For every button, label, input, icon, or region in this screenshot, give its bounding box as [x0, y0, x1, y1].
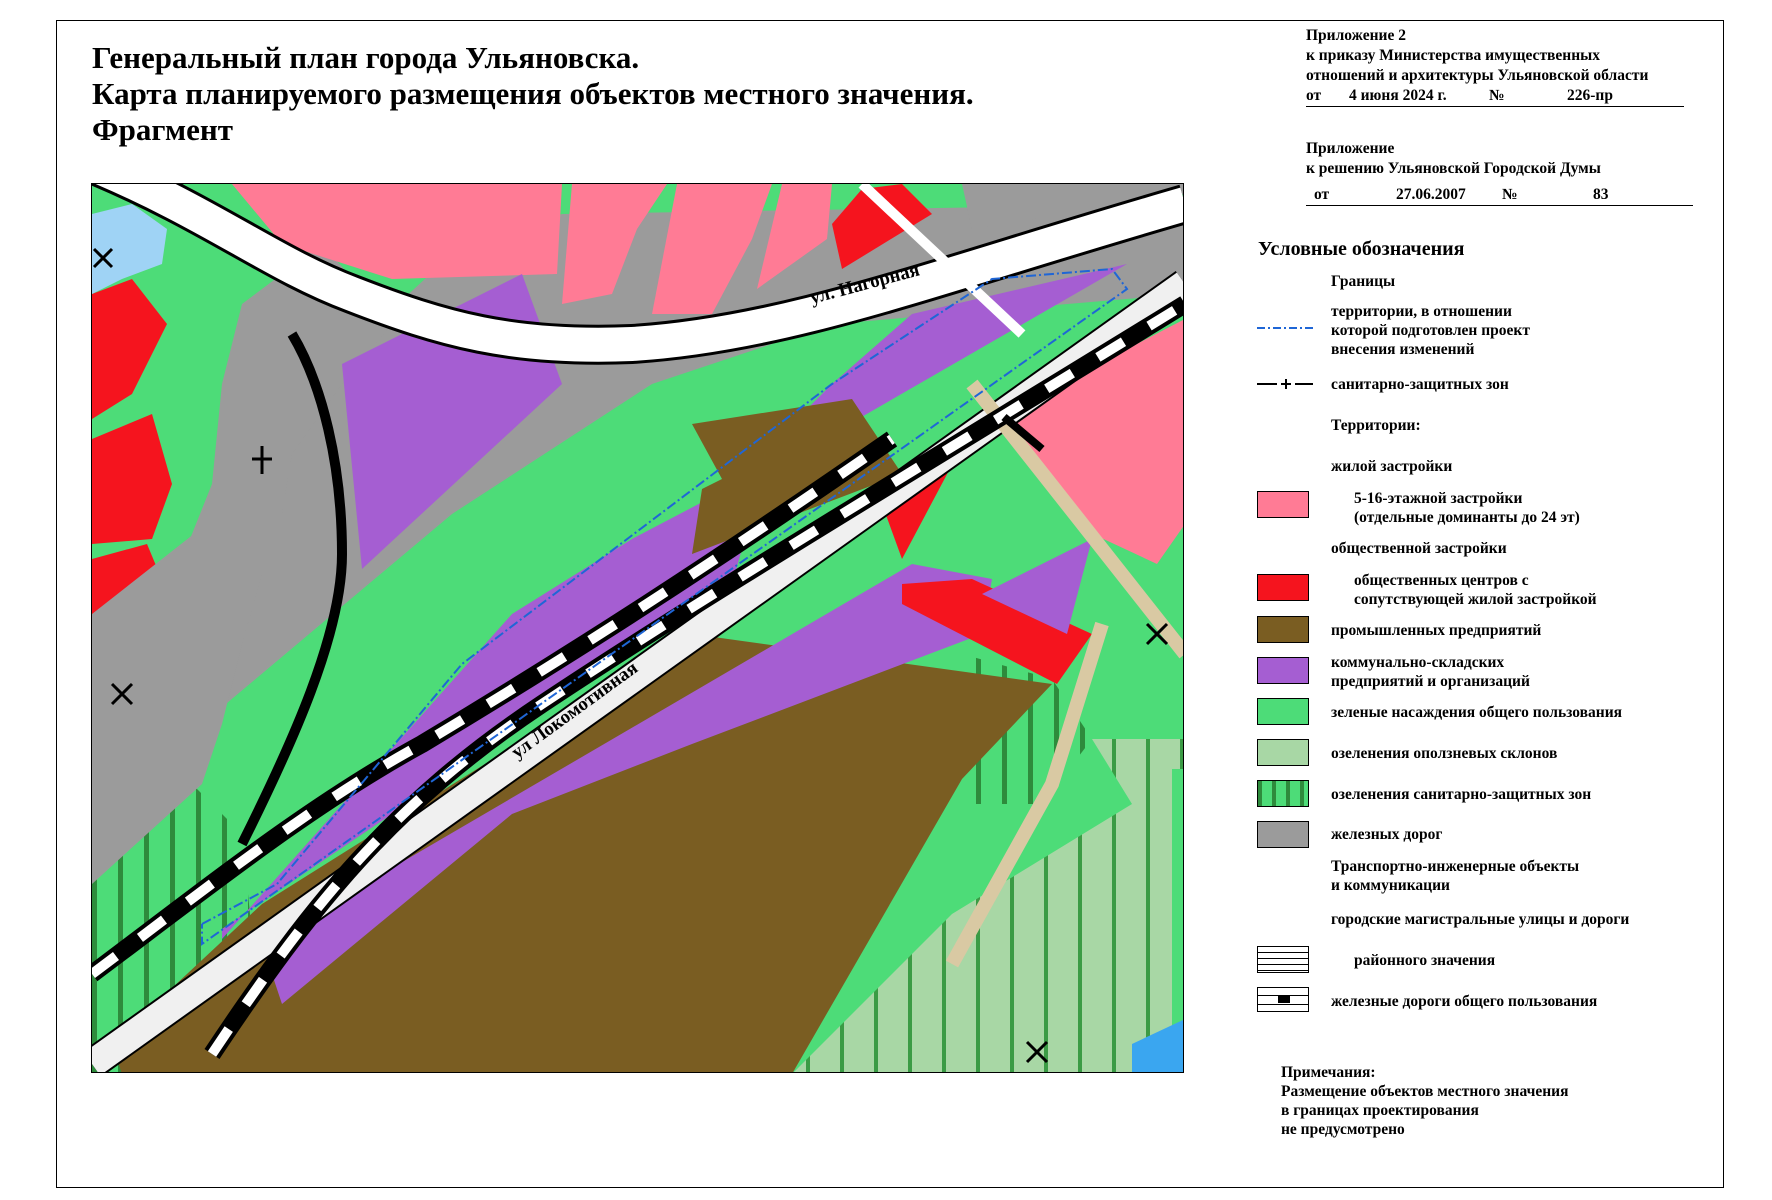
legend-transport-header: Транспортно-инженерные объекты и коммуни… — [1331, 857, 1579, 895]
right-residential — [992, 320, 1183, 564]
map-title: Генеральный план города Ульяновска. Карт… — [92, 40, 974, 148]
public-center-strip — [902, 579, 1092, 684]
legend-main-streets: городские магистральные улицы и дороги — [1331, 911, 1630, 928]
swatch-residential — [1257, 491, 1309, 518]
legend-utility-line1: коммунально-складских — [1331, 654, 1505, 671]
legend-transport-line1: Транспортно-инженерные объекты — [1331, 858, 1580, 875]
swatch-public-centers — [1257, 574, 1309, 601]
swatch-green-public — [1257, 698, 1309, 725]
swatch-green-sanitary — [1257, 780, 1309, 807]
notes-block: Примечания: Размещение объектов местного… — [1281, 1063, 1568, 1139]
legend-title: Условные обозначения — [1258, 238, 1465, 260]
legend-residential-header: жилой застройки — [1331, 458, 1453, 475]
legend-transport-line2: и коммуникации — [1331, 877, 1450, 894]
top-residential — [232, 184, 832, 314]
swatch-public-railways — [1257, 987, 1309, 1012]
legend-public-centers-line2: сопутствующей жилой застройкой — [1354, 591, 1597, 608]
legend-green-public: зеленые насаждения общего пользования — [1331, 704, 1623, 721]
note-line1: Размещение объектов местного значения — [1281, 1083, 1569, 1100]
sheet-frame — [56, 20, 1724, 1188]
stamp1-line2: к приказу Министерства имущественных — [1306, 47, 1601, 64]
stamp2-date: 27.06.2007 — [1396, 186, 1466, 203]
map-fragment[interactable]: ул. Нагорная ул Локомотивная — [91, 183, 1184, 1073]
legend-public-centers-line1: общественных центров с — [1354, 572, 1529, 589]
legend-boundaries-header: Границы — [1331, 273, 1396, 290]
legend-industrial: промышленных предприятий — [1331, 622, 1542, 639]
legend-territories-header: Территории: — [1331, 417, 1421, 434]
legend-residential-line2: (отдельные доминанты до 24 эт) — [1354, 509, 1580, 526]
legend-project-boundary-line1: территории, в отношении — [1331, 303, 1512, 320]
project-boundary-symbol — [1257, 327, 1313, 329]
industrial-middle — [692, 399, 902, 554]
legend-green-sanitary: озеленения санитарно-защитных зон — [1331, 786, 1592, 803]
title-line-1: Генеральный план города Ульяновска. — [92, 40, 640, 75]
note-line2: в границах проектирования — [1281, 1102, 1479, 1119]
legend-green-slopes: озеленения оползневых склонов — [1331, 745, 1558, 762]
road-right-curve — [945, 621, 1109, 968]
note-header: Примечания: — [1281, 1064, 1376, 1081]
top-public-center — [832, 184, 932, 269]
stamp1-line1: Приложение 2 — [1306, 27, 1406, 44]
stamp1-number: 226-пр — [1567, 87, 1613, 104]
street-nagornaya[interactable] — [92, 184, 1184, 362]
legend-residential-line1: 5-16-этажной застройки — [1354, 490, 1523, 507]
road-top — [858, 184, 1026, 338]
stamp2-line2: к решению Ульяновской Городской Думы — [1306, 160, 1601, 177]
legend-project-boundary: территории, в отношении которой подготов… — [1331, 302, 1530, 359]
legend-project-boundary-line2: которой подготовлен проект — [1331, 322, 1530, 339]
stamp1-date-row: от 4 июня 2024 г. № 226-пр — [1306, 86, 1684, 107]
water-bottom-right — [1132, 1019, 1183, 1072]
road-right-diagonal — [966, 379, 1183, 659]
approval-stamp-decision: Приложение к решению Ульяновской Городск… — [1306, 139, 1693, 206]
note-line3: не предусмотрено — [1281, 1121, 1405, 1138]
approval-stamp-order: Приложение 2 к приказу Министерства имущ… — [1306, 26, 1684, 107]
legend-railways: железных дорог — [1331, 826, 1443, 843]
stamp1-no: № — [1489, 87, 1505, 104]
stamp1-date: 4 июня 2024 г. — [1349, 87, 1447, 104]
sanitary-green-edge — [1172, 769, 1183, 1072]
stamp1-line3: отношений и архитектуры Ульяновской обла… — [1306, 67, 1649, 84]
title-line-3: Фрагмент — [92, 112, 233, 147]
legend-public-railways: железные дороги общего пользования — [1331, 993, 1598, 1010]
utility-small-right — [982, 539, 1092, 634]
stamp2-no: № — [1502, 186, 1518, 203]
stamp1-from: от — [1306, 87, 1322, 104]
legend-district-roads: районного значения — [1354, 952, 1496, 969]
stamp2-number: 83 — [1593, 186, 1609, 203]
stamp2-date-row: от 27.06.2007 № 83 — [1306, 185, 1693, 206]
legend-residential-5-16: 5-16-этажной застройки (отдельные домина… — [1354, 489, 1580, 527]
swatch-railways — [1257, 821, 1309, 848]
swatch-industrial — [1257, 616, 1309, 643]
utility-lower-strip — [262, 564, 992, 1004]
stamp2-from: от — [1314, 186, 1330, 203]
swatch-green-slopes — [1257, 739, 1309, 766]
legend-utility: коммунально-складских предприятий и орга… — [1331, 653, 1530, 691]
legend-public-header: общественной застройки — [1331, 540, 1507, 557]
legend-utility-line2: предприятий и организаций — [1331, 673, 1530, 690]
legend-public-centers: общественных центров с сопутствующей жил… — [1354, 571, 1597, 609]
project-boundary — [201, 267, 1129, 946]
sanitary-boundary-symbol — [1257, 379, 1313, 389]
swatch-district-roads — [1257, 946, 1309, 973]
industrial-lower — [112, 634, 1052, 1072]
title-line-2: Карта планируемого размещения объектов м… — [92, 76, 974, 111]
sanitary-zone-crosses — [92, 247, 1169, 1064]
legend-project-boundary-line3: внесения изменений — [1331, 341, 1475, 358]
water-top-left — [92, 204, 167, 294]
stamp2-line1: Приложение — [1306, 140, 1395, 157]
swatch-utility — [1257, 657, 1309, 684]
railway-public — [92, 296, 1183, 1059]
legend-sanitary-boundary: санитарно-защитных зон — [1331, 376, 1509, 393]
top-right-railway — [962, 184, 1183, 229]
sanitary-boundary-segment — [1001, 413, 1045, 453]
